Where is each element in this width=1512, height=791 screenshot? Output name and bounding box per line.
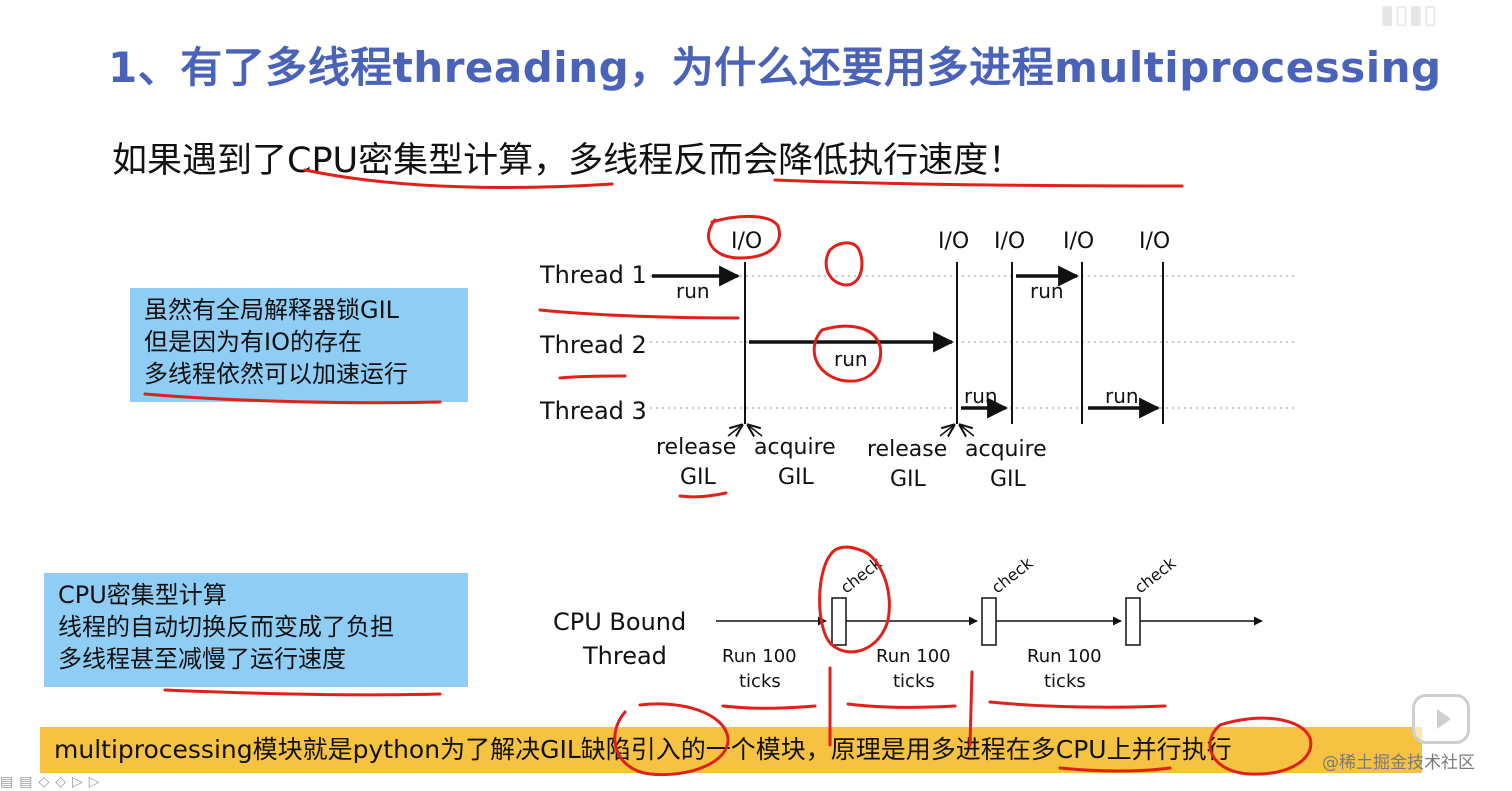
note-line: 线程的自动切换反而变成了负担	[58, 613, 394, 641]
watermark: @稀土掘金技术社区	[1322, 753, 1475, 773]
ticks-label: ticks	[1044, 671, 1086, 692]
check-label: check	[1131, 553, 1180, 597]
io-label: I/O	[994, 229, 1025, 254]
cpu-thread-label: CPU Bound	[553, 608, 686, 636]
note-line: CPU密集型计算	[58, 581, 227, 609]
ticks-label: ticks	[739, 671, 781, 692]
release-gil-label: release	[656, 435, 736, 460]
run-label: run	[1105, 384, 1139, 408]
run-label: run	[676, 279, 710, 303]
ticks-label: ticks	[893, 671, 935, 692]
thread-label: Thread 3	[539, 397, 647, 425]
bottom-banner: multiprocessing模块就是python为了解决GIL缺陷引入的一个模…	[40, 727, 1422, 773]
note-line: 多线程甚至减慢了运行速度	[58, 645, 346, 673]
thread-label: Thread 1	[539, 261, 647, 289]
check-block	[1125, 597, 1141, 646]
io-label: I/O	[938, 229, 969, 254]
ticks-label: Run 100	[722, 646, 797, 667]
release-gil-label: GIL	[680, 465, 717, 490]
acquire-pointer	[748, 425, 763, 436]
check-block	[981, 597, 997, 646]
release-pointer	[939, 425, 954, 436]
run-label: run	[1030, 279, 1064, 303]
note-box-cpu-bound: CPU密集型计算 线程的自动切换反而变成了负担 多线程甚至减慢了运行速度	[44, 573, 468, 687]
ticks-label: Run 100	[1027, 646, 1102, 667]
release-gil-label: release	[867, 437, 947, 462]
run-label: run	[964, 384, 998, 408]
note-line: 多线程依然可以加速运行	[144, 360, 408, 388]
release-pointer	[727, 425, 742, 436]
cpu-thread-label: Thread	[582, 642, 667, 670]
note-line: 虽然有全局解释器锁GIL	[144, 296, 400, 324]
thread-label: Thread 2	[539, 331, 647, 359]
check-label: check	[988, 553, 1037, 597]
release-gil-label: GIL	[890, 467, 927, 492]
acquire-gil-label: acquire	[965, 437, 1047, 462]
io-label: I/O	[1139, 229, 1170, 254]
acquire-gil-label: GIL	[778, 465, 815, 490]
check-block	[831, 597, 847, 646]
acquire-gil-label: acquire	[754, 435, 836, 460]
io-label: I/O	[1063, 229, 1094, 254]
run-label: run	[834, 347, 868, 371]
play-icon[interactable]	[1412, 694, 1470, 744]
check-label: check	[837, 553, 886, 597]
note-box-gil: 虽然有全局解释器锁GIL 但是因为有IO的存在 多线程依然可以加速运行	[130, 288, 468, 402]
note-line: 但是因为有IO的存在	[144, 328, 362, 356]
bottom-toolbar-icons[interactable]: ▤▤◇◇▷▷	[0, 774, 106, 790]
io-label: I/O	[731, 229, 762, 254]
ticks-label: Run 100	[876, 646, 951, 667]
acquire-gil-label: GIL	[990, 467, 1027, 492]
acquire-pointer	[960, 425, 975, 436]
slide-title: 1、有了多线程threading，为什么还要用多进程multiprocessin…	[108, 43, 1442, 92]
site-logo-icon: ▮▯▮▯	[1380, 0, 1438, 30]
